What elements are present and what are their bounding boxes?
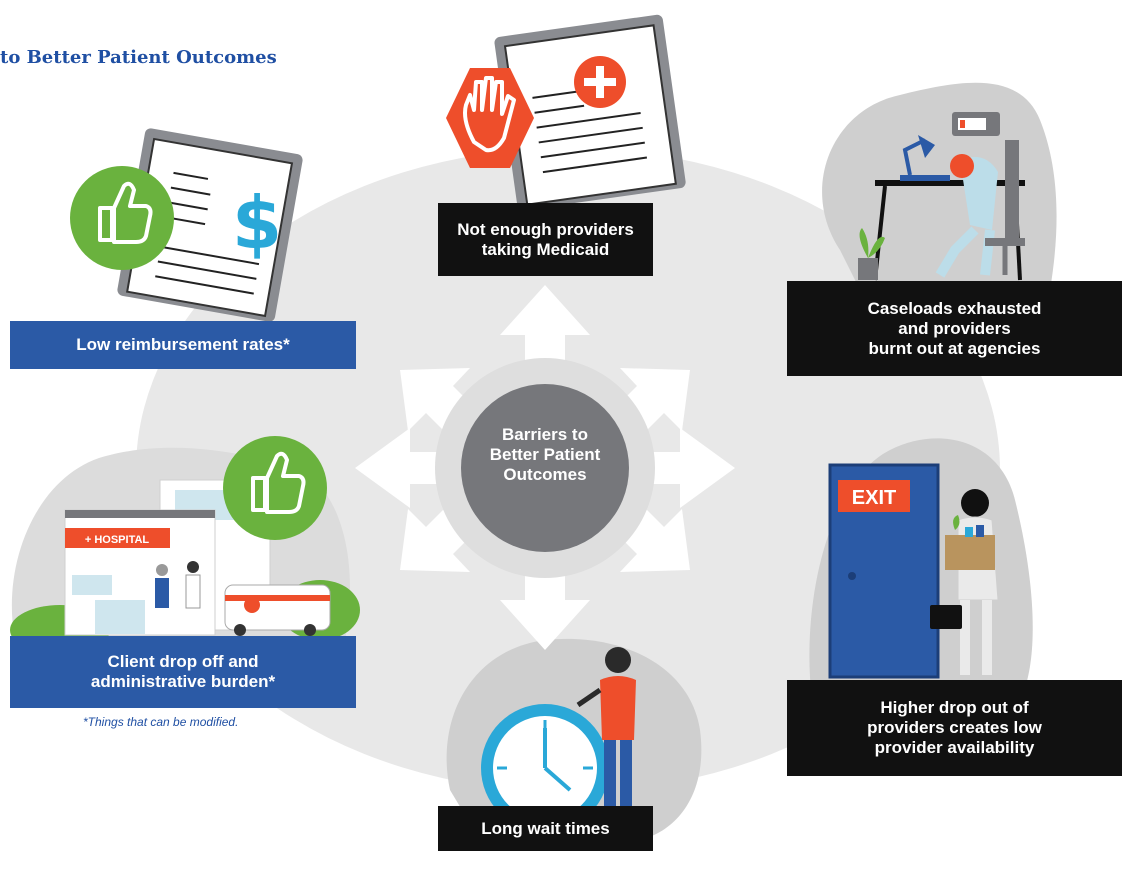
clock-person-illustration xyxy=(481,647,636,835)
barrier-higher-drop-out: Higher drop out of providers creates low… xyxy=(787,680,1122,776)
arrow-right xyxy=(640,428,735,508)
desk-lamp-icon xyxy=(918,135,935,158)
burnt-out-worker-illustration xyxy=(858,112,1025,281)
page-title: to Better Patient Outcomes xyxy=(0,47,277,68)
center-label: Barriers to Better Patient Outcomes xyxy=(489,425,601,484)
clipboard-medical-illustration xyxy=(494,14,686,211)
exit-door-illustration: EXIT xyxy=(828,463,999,679)
hospital-sign: + HOSPITAL xyxy=(85,534,150,546)
ambulance-icon xyxy=(244,597,260,613)
exit-sign: EXIT xyxy=(852,487,896,509)
clipboard-dollar-illustration: $ xyxy=(117,128,303,322)
barrier-long-wait-times: Long wait times xyxy=(438,806,653,851)
plant-icon xyxy=(859,228,885,258)
barrier-low-reimbursement: Low reimbursement rates* xyxy=(10,321,356,369)
box-icon xyxy=(945,535,995,570)
low-battery-icon xyxy=(960,120,965,128)
dollar-icon: $ xyxy=(232,181,282,265)
hospital-illustration: + HOSPITAL xyxy=(10,479,360,655)
arrow-up xyxy=(500,285,590,372)
barrier-caseloads-exhausted: Caseloads exhausted and providers burnt … xyxy=(787,281,1122,376)
barrier-client-drop-off: Client drop off and administrative burde… xyxy=(10,636,356,708)
arrow-down xyxy=(500,563,590,650)
blob-top-right xyxy=(822,82,1057,290)
briefcase-icon xyxy=(930,605,962,629)
arrow-left xyxy=(355,428,450,508)
center-circle xyxy=(461,384,629,552)
footnote: *Things that can be modified. xyxy=(83,715,239,729)
stop-hand-icon xyxy=(446,68,534,168)
thumbs-up-icon xyxy=(223,436,327,540)
barrier-not-enough-providers: Not enough providers taking Medicaid xyxy=(438,203,653,276)
thumbs-up-icon xyxy=(70,166,174,270)
